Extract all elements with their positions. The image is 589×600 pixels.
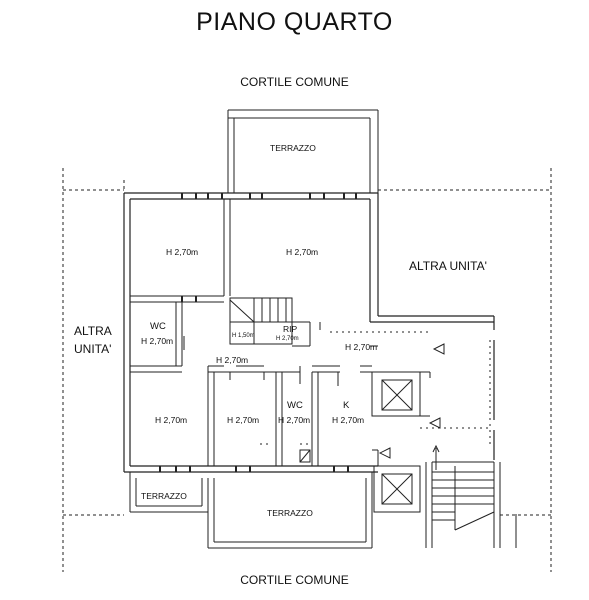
hidden-lines [260,331,491,448]
terrace-bottom-left-label: TERRAZZO [141,491,187,501]
courtyard-top-label: CORTILE COMUNE [240,75,349,89]
kitchen-label: K [343,400,350,411]
rip-height: H 2,70m [276,336,299,342]
room-top-center-height: H 2,70m [286,247,319,257]
courtyard-bottom-label: CORTILE COMUNE [240,573,349,587]
terrace-bottom [207,472,373,549]
common-staircase [373,444,517,548]
terrace-top [227,109,379,193]
duct-box [299,449,311,463]
door-arrows [378,343,445,459]
other-unit-left-label-line2: UNITA' [74,342,112,356]
interior-walls [130,199,340,466]
stair-height-label: H 1,50m [232,333,255,339]
hall-height: H 2,70m [345,342,378,352]
rip-label: RIP [283,324,298,334]
wc-right-height: H 2,70m [278,415,311,425]
exterior-walls [123,192,495,473]
door-stubs [183,322,378,386]
terrace-top-label: TERRAZZO [270,143,316,153]
room-bottom-center-height: H 2,70m [227,415,260,425]
window-marks [159,193,357,472]
other-unit-right-label: ALTRA UNITA' [409,259,487,273]
other-unit-left-label-line1: ALTRA [74,324,112,338]
internal-stair [229,297,311,347]
wc-left-label: WC [150,321,166,332]
wc-right-label: WC [287,400,303,411]
floor-title: PIANO QUARTO [196,8,393,36]
corridor-height: H 2,70m [216,355,249,365]
terrace-bottom-label: TERRAZZO [267,508,313,518]
wc-left-height: H 2,70m [141,336,174,346]
room-bottom-left-height: H 2,70m [155,415,188,425]
hall-lines [360,365,431,466]
room-top-left-height: H 2,70m [166,247,199,257]
boundary-lines [62,168,552,572]
duct-hatch [299,449,311,463]
kitchen-height: H 2,70m [332,415,365,425]
elevator-shaft [371,371,421,417]
